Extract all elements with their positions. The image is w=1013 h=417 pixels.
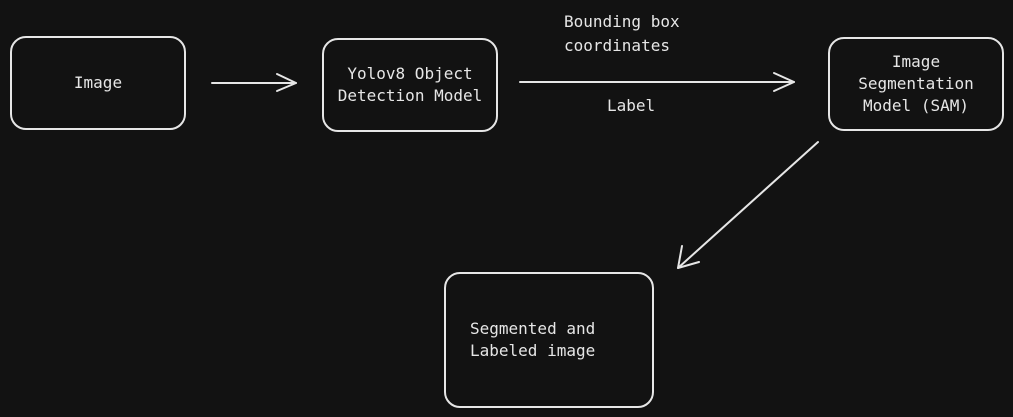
node-yolov8-label: Yolov8 Object Detection Model	[337, 64, 483, 105]
arrow-image-to-yolo	[211, 73, 297, 92]
node-sam-label: Image Segmentation Model (SAM)	[858, 52, 974, 115]
node-segmented-labeled-image: Segmented and Labeled image	[444, 272, 654, 408]
node-sam-segmentation-model: Image Segmentation Model (SAM)	[828, 37, 1004, 131]
arrow-sam-to-output	[677, 141, 819, 269]
node-image-label: Image	[73, 73, 123, 92]
edge-label-bounding-box: Bounding box coordinates	[564, 12, 680, 55]
arrow-yolo-to-sam	[519, 72, 795, 92]
node-image: Image	[10, 36, 186, 130]
edge-label-label: Label	[607, 96, 656, 115]
node-yolov8-detection-model: Yolov8 Object Detection Model	[322, 38, 498, 132]
node-output-label: Segmented and Labeled image	[470, 319, 596, 360]
